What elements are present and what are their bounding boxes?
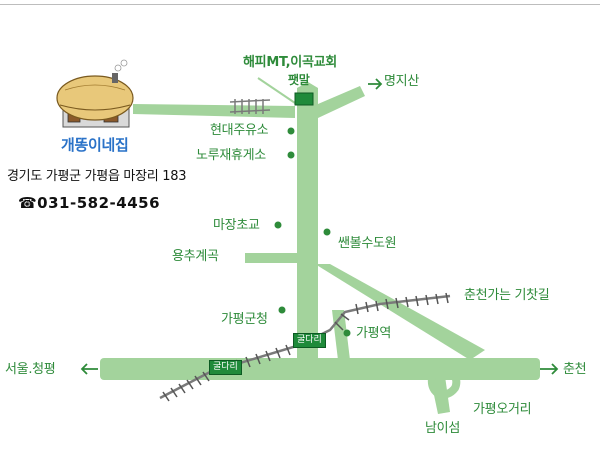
top-divider (0, 4, 600, 5)
label-happy-mt: 해피MT,이곡교회 (243, 55, 337, 70)
label-majang-school: 마장초교 (213, 218, 260, 233)
highway-road (100, 358, 540, 380)
main-road (297, 100, 318, 360)
label-chuncheon: 춘천 (563, 362, 587, 377)
label-yongchu: 용추계곡 (172, 249, 219, 264)
label-myeongjisan: 명지산 (384, 74, 419, 89)
connector-line (257, 77, 299, 106)
label-noru-rest: 노루재휴게소 (196, 148, 266, 163)
road-from-house (133, 104, 295, 118)
label-seoul-cheongpyeong: 서울.청평 (5, 362, 56, 377)
sign-bridge-1: 굴다리 (293, 333, 326, 348)
roads (100, 82, 540, 414)
label-ssenbol: 쌘볼수도원 (338, 236, 397, 251)
house-track (229, 99, 271, 114)
roundabout (427, 363, 461, 399)
label-nami-island: 남이섬 (425, 421, 460, 436)
label-gapyeong-office: 가평군청 (221, 312, 268, 327)
label-hyundai-gas: 현대주유소 (210, 123, 269, 138)
label-chuncheon-train: 춘천가는 기찻길 (464, 288, 550, 303)
road-to-yongchu (245, 253, 300, 263)
arrow-icon (80, 78, 559, 375)
label-gapyeong-5way: 가평오거리 (473, 402, 532, 417)
thatched-house-icon (56, 59, 134, 128)
business-address: 경기도 가평군 가평읍 마장리 183 (7, 169, 187, 184)
business-name: 개똥이네집 (61, 136, 129, 154)
sign-bridge-2: 굴다리 (209, 360, 242, 375)
business-phone: ☎031-582-4456 (18, 194, 161, 212)
road-to-myeongjisan (304, 86, 365, 118)
sign-post-icon (294, 92, 314, 106)
road-diagonal-east (315, 264, 485, 360)
label-pet-mal: 팻말 (288, 73, 310, 87)
place-dots (274, 127, 351, 337)
label-gapyeong-station: 가평역 (356, 326, 391, 341)
